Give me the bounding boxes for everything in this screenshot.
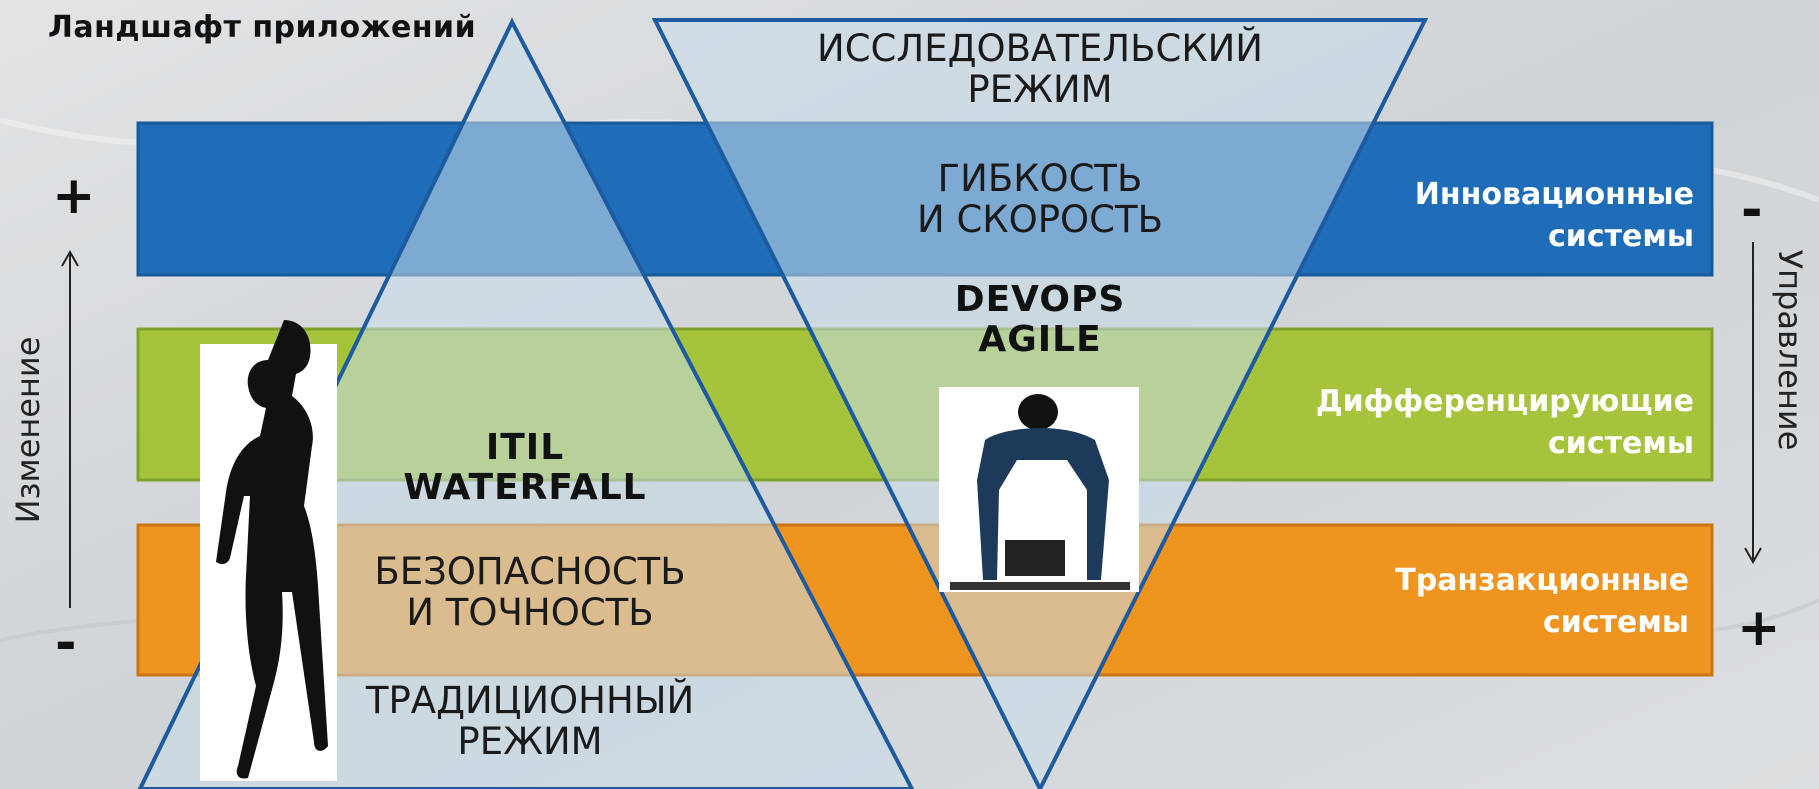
left-axis-bottom-sign: - (55, 613, 77, 673)
runner-image (200, 320, 337, 781)
band-differentiating-label: Дифференцирующие системы (1316, 381, 1694, 465)
band-innovation-label: Инновационные системы (1415, 174, 1694, 258)
band-differentiating-line1: Дифференцирующие (1315, 384, 1694, 419)
right-axis-arrow (1744, 242, 1762, 565)
band-innovation-line2: системы (1548, 219, 1694, 254)
exploratory-mode-line2: РЕЖИМ (967, 68, 1113, 111)
agility-line1: ГИБКОСТЬ (937, 157, 1143, 200)
itil-line2: WATERFALL (403, 467, 647, 508)
page-title: Ландшафт приложений (48, 10, 477, 45)
band-transactional-line2: системы (1543, 605, 1689, 640)
band-innovation-line1: Инновационные (1414, 177, 1694, 212)
exploratory-mode-line1: ИССЛЕДОВАТЕЛЬСКИЙ (817, 27, 1263, 70)
right-axis-bottom-sign: + (1737, 598, 1781, 658)
agility-line2: И СКОРОСТЬ (917, 198, 1163, 241)
traditional-mode-label: ТРАДИЦИОННЫЙ РЕЖИМ (320, 680, 740, 762)
band-transactional-line1: Транзакционные (1395, 563, 1689, 598)
devops-line2: AGILE (978, 319, 1102, 360)
safety-line1: БЕЗОПАСНОСТЬ (374, 550, 686, 593)
traditional-mode-line2: РЕЖИМ (457, 720, 603, 763)
itil-line1: ITIL (485, 427, 565, 468)
devops-label: DEVOPS AGILE (880, 280, 1200, 360)
traditional-mode-line1: ТРАДИЦИОННЫЙ (365, 679, 695, 722)
right-axis-label: Управление (1771, 249, 1809, 451)
exploratory-mode-label: ИССЛЕДОВАТЕЛЬСКИЙ РЕЖИМ (760, 28, 1320, 110)
sprinter-image (939, 387, 1139, 592)
safety-label: БЕЗОПАСНОСТЬ И ТОЧНОСТЬ (320, 551, 740, 633)
left-axis-label: Изменение (9, 336, 47, 524)
left-axis-arrow (61, 250, 79, 608)
band-transactional-label: Транзакционные системы (1395, 560, 1689, 644)
left-axis-top-sign: + (52, 166, 96, 226)
safety-line2: И ТОЧНОСТЬ (406, 591, 654, 634)
devops-line1: DEVOPS (954, 279, 1126, 320)
agility-label: ГИБКОСТЬ И СКОРОСТЬ (830, 158, 1250, 240)
right-axis-top-sign: - (1741, 180, 1763, 240)
band-differentiating-line2: системы (1548, 426, 1694, 461)
itil-label: ITIL WATERFALL (370, 428, 680, 508)
